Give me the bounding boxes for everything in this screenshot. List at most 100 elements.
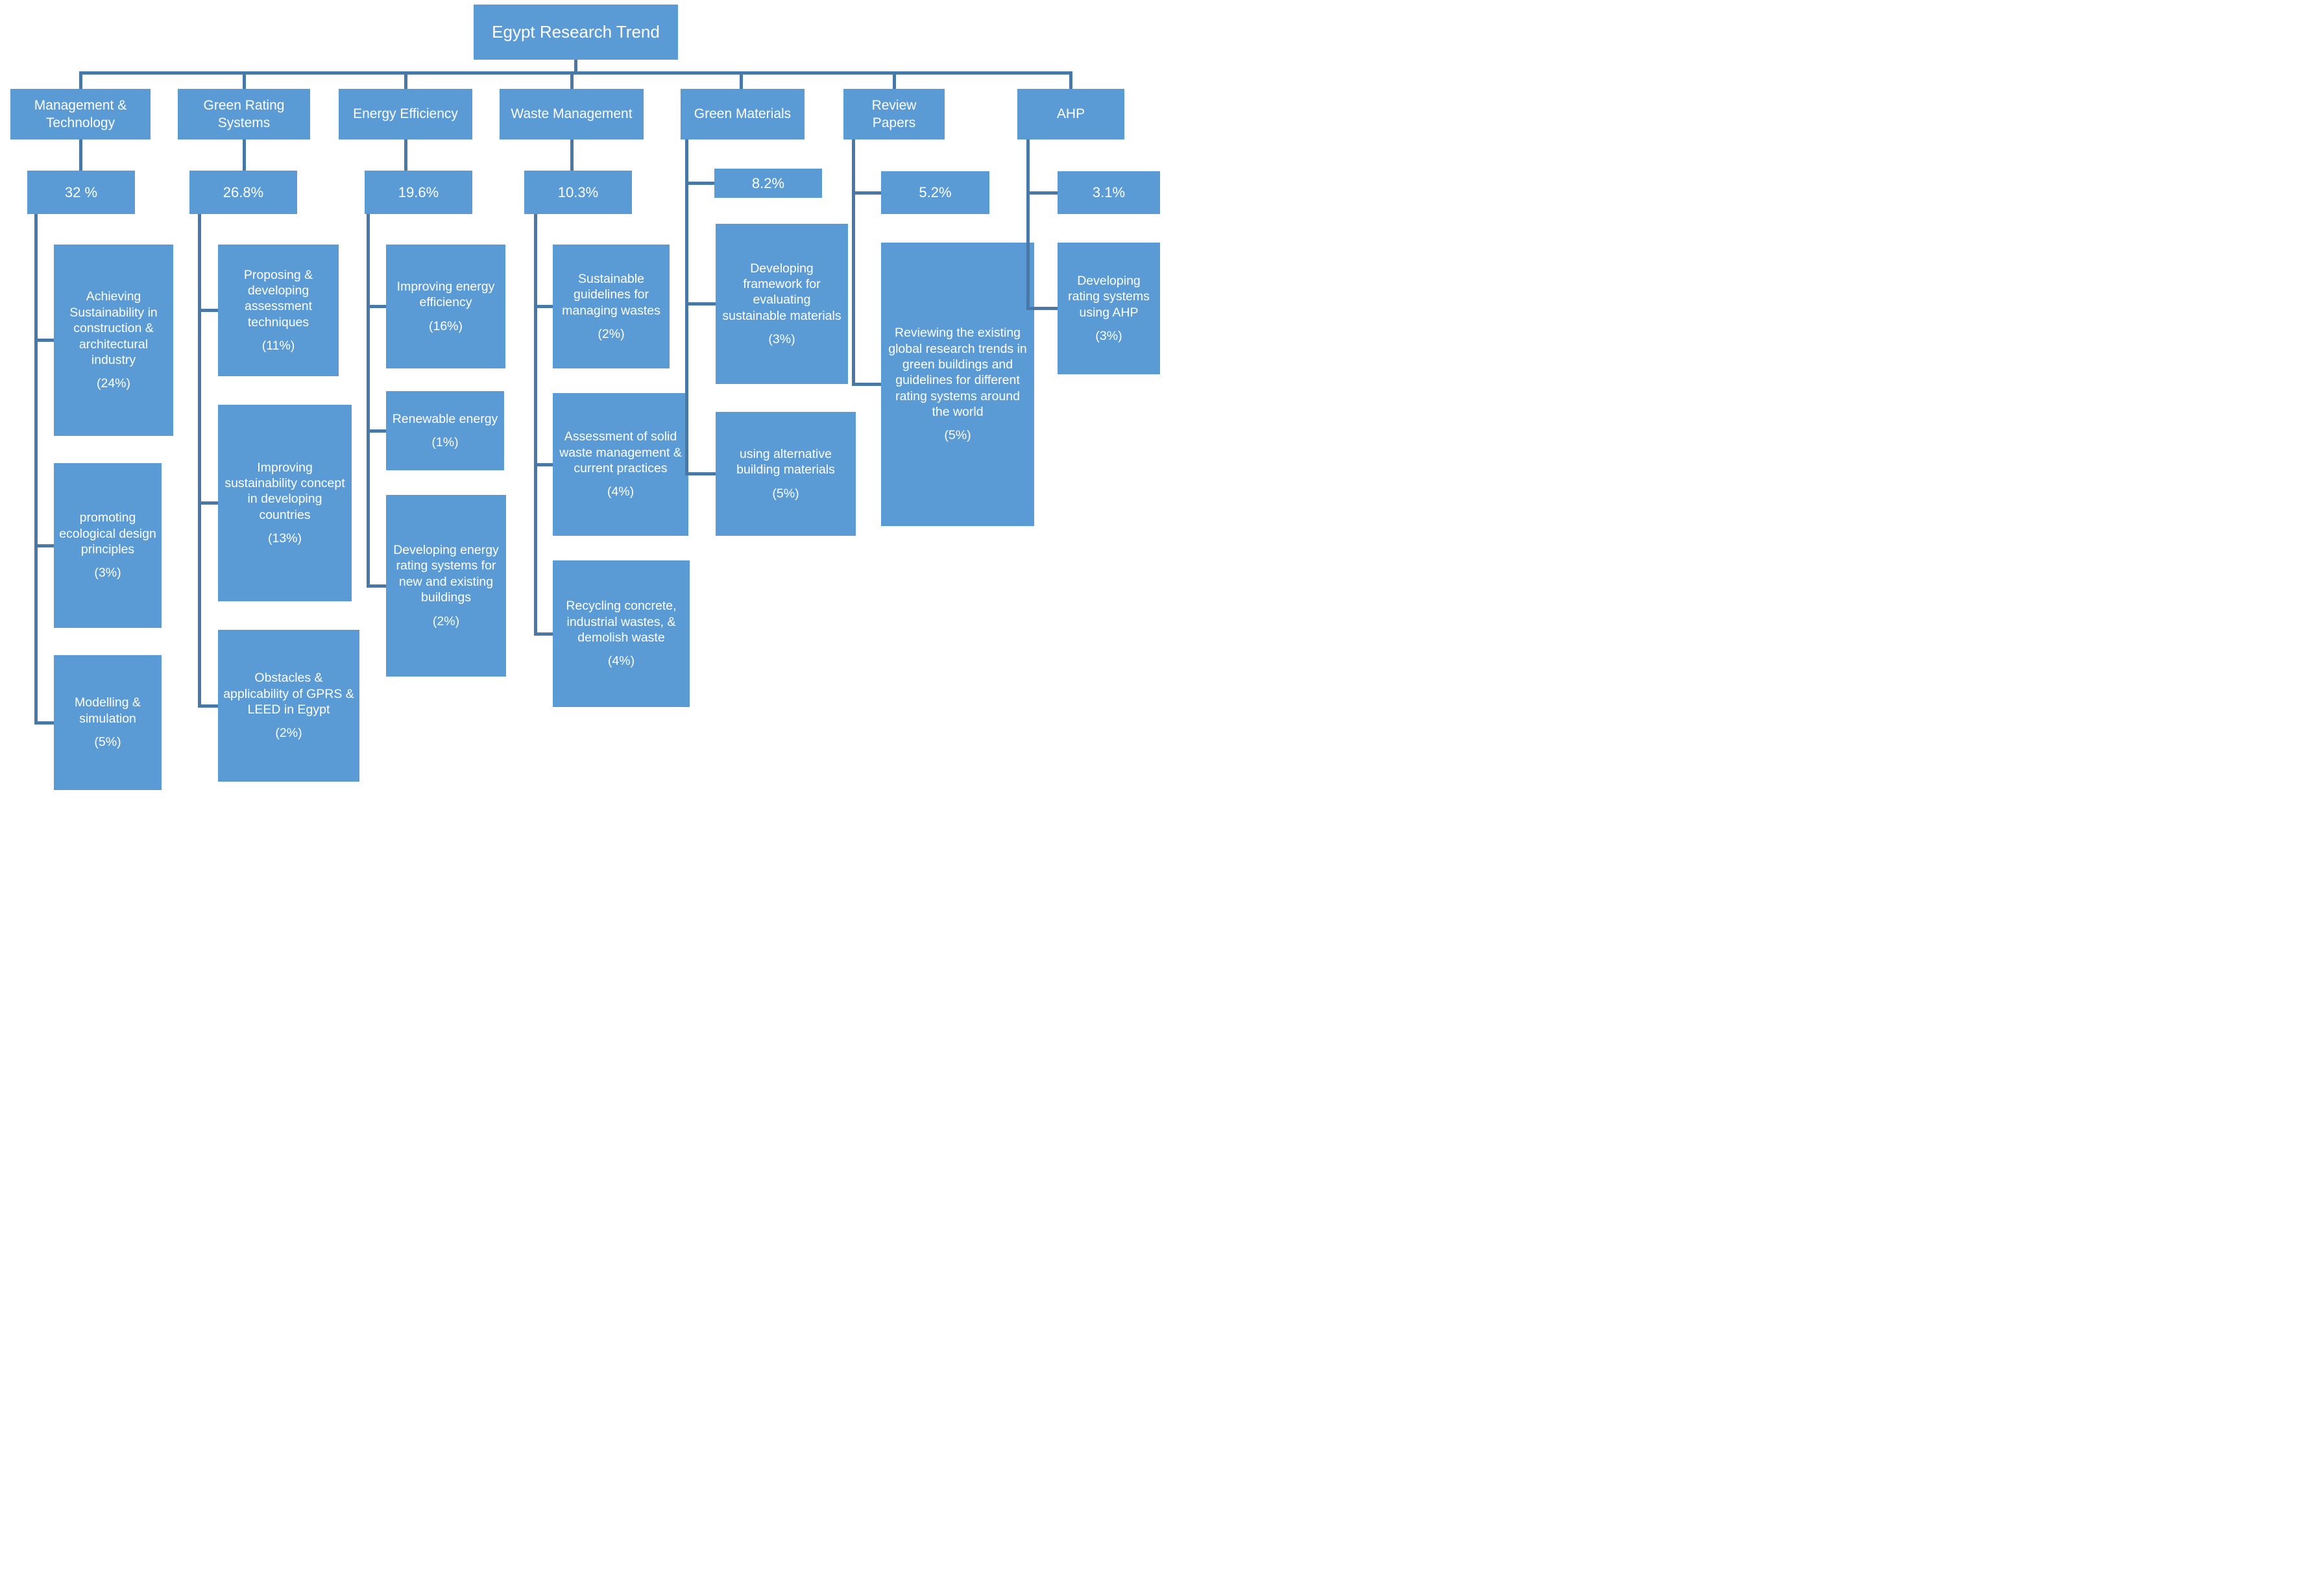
- topic-pct: (13%): [267, 531, 302, 546]
- connector-col3-stub-3: [367, 584, 386, 588]
- share-value: 19.6%: [398, 184, 439, 200]
- connector-col6-spine: [852, 139, 855, 386]
- connector-col1-stub-2: [34, 544, 54, 547]
- connector-drop-green-rating: [243, 71, 246, 90]
- topic-label: Developing framework for evaluating sust…: [722, 261, 841, 323]
- topic-pct: (4%): [607, 485, 635, 499]
- topic-label: Proposing & developing assessment techni…: [243, 267, 313, 330]
- topic-node-waste-guidelines: Sustainable guidelines for managing wast…: [553, 245, 670, 368]
- connector-drop-review: [893, 71, 896, 90]
- branch-node-ahp: AHP: [1017, 89, 1124, 139]
- connector-col6-stub-1: [852, 383, 881, 386]
- topic-label: Achieving Sustainability in construction…: [69, 289, 158, 367]
- branch-label: AHP: [1056, 106, 1085, 122]
- connector-col4-stub-3: [534, 632, 553, 636]
- topic-pct: (3%): [768, 332, 795, 347]
- topic-node-modelling-simulation: Modelling & simulation (5%): [54, 655, 162, 790]
- connector-col5-spine: [685, 139, 688, 475]
- branch-node-management-technology: Management & Technology: [10, 89, 151, 139]
- root-node-label: Egypt Research Trend: [492, 21, 660, 42]
- topic-node-ecological-design: promoting ecological design principles (…: [54, 463, 162, 628]
- topic-label: promoting ecological design principles: [59, 510, 156, 557]
- share-node-management-technology: 32 %: [27, 171, 135, 214]
- connector-col4-stub-2: [534, 463, 553, 466]
- research-trend-org-chart: Egypt Research Trend Management & Techno…: [0, 0, 1162, 792]
- connector-waste-share: [570, 139, 574, 171]
- branch-label: Management & Technology: [34, 97, 127, 130]
- topic-pct: (16%): [428, 318, 463, 333]
- connector-drop-energy: [404, 71, 407, 90]
- topic-node-assessment-techniques: Proposing & developing assessment techni…: [218, 245, 339, 376]
- topic-pct: (5%): [944, 428, 971, 443]
- connector-management-share: [79, 139, 82, 171]
- connector-energy-share: [404, 139, 407, 171]
- topic-label: Sustainable guidelines for managing wast…: [562, 271, 660, 318]
- share-node-green-rating-systems: 26.8%: [189, 171, 297, 214]
- share-node-green-materials: 8.2%: [714, 169, 822, 198]
- connector-col5-stub-share: [685, 182, 714, 185]
- share-node-review-papers: 5.2%: [881, 171, 989, 214]
- connector-top-horizontal: [79, 71, 1072, 75]
- topic-label: Reviewing the existing global research t…: [888, 326, 1027, 420]
- connector-col3-stub-2: [367, 429, 386, 433]
- connector-col7-stub-share: [1026, 191, 1058, 195]
- topic-node-solid-waste-assessment: Assessment of solid waste management & c…: [553, 393, 688, 536]
- share-node-ahp: 3.1%: [1058, 171, 1160, 214]
- topic-label: Improving energy efficiency: [396, 279, 495, 310]
- share-value: 8.2%: [751, 174, 785, 191]
- topic-label: Obstacles & applicability of GPRS & LEED…: [223, 671, 354, 717]
- connector-green-rating-share: [243, 139, 246, 171]
- topic-label: Assessment of solid waste management & c…: [559, 429, 682, 475]
- topic-node-rating-systems-ahp: Developing rating systems using AHP (3%): [1058, 243, 1160, 374]
- share-value: 10.3%: [557, 184, 599, 200]
- topic-label: Recycling concrete, industrial wastes, &…: [566, 599, 677, 645]
- branch-label: Energy Efficiency: [353, 106, 458, 122]
- connector-col7-spine: [1026, 139, 1030, 310]
- topic-node-renewable-energy: Renewable energy (1%): [386, 391, 504, 470]
- connector-col3-stub-1: [367, 305, 386, 308]
- branch-label: Green Rating Systems: [203, 97, 285, 130]
- topic-label: Developing energy rating systems for new…: [393, 543, 499, 605]
- connector-col4-stub-1: [534, 305, 553, 308]
- topic-label: using alternative building materials: [736, 446, 835, 477]
- topic-pct: (2%): [275, 726, 302, 741]
- connector-root-drop: [574, 60, 577, 73]
- share-value: 26.8%: [223, 184, 264, 200]
- topic-node-alternative-building-materials: using alternative building materials (5%…: [716, 412, 856, 536]
- topic-pct: (3%): [94, 566, 121, 581]
- connector-col1-stub-3: [34, 721, 54, 725]
- connector-col5-stub-2: [685, 472, 716, 475]
- connector-drop-ahp: [1069, 71, 1072, 90]
- share-value: 5.2%: [919, 184, 952, 200]
- topic-pct: (5%): [94, 735, 121, 750]
- share-node-waste-management: 10.3%: [524, 171, 632, 214]
- share-value: 3.1%: [1092, 184, 1126, 200]
- topic-label: Developing rating systems using AHP: [1068, 273, 1150, 320]
- topic-node-achieving-sustainability: Achieving Sustainability in construction…: [54, 245, 173, 436]
- connector-col1-spine: [34, 214, 38, 724]
- branch-node-waste-management: Waste Management: [500, 89, 644, 139]
- topic-node-energy-rating-systems: Developing energy rating systems for new…: [386, 495, 506, 677]
- branch-label: Green Materials: [694, 106, 792, 122]
- topic-label: Renewable energy: [392, 411, 498, 426]
- connector-col4-spine: [534, 214, 537, 635]
- branch-node-energy-efficiency: Energy Efficiency: [339, 89, 472, 139]
- topic-pct: (1%): [431, 435, 459, 450]
- connector-drop-green-materials: [740, 71, 743, 90]
- branch-node-review-papers: Review Papers: [843, 89, 945, 139]
- topic-node-sustainable-materials-framework: Developing framework for evaluating sust…: [716, 224, 848, 384]
- topic-label: Improving sustainability concept in deve…: [224, 460, 345, 522]
- connector-col1-stub-1: [34, 339, 54, 342]
- connector-col2-stub-2: [198, 501, 218, 505]
- topic-pct: (24%): [96, 376, 131, 391]
- topic-pct: (3%): [1095, 328, 1122, 343]
- connector-col5-stub-1: [685, 302, 716, 306]
- connector-col3-spine: [367, 214, 370, 587]
- connector-drop-management: [79, 71, 82, 90]
- connector-col7-stub-1: [1026, 307, 1058, 310]
- share-value: 32 %: [64, 184, 98, 200]
- connector-col6-stub-share: [852, 191, 881, 195]
- branch-node-green-rating-systems: Green Rating Systems: [178, 89, 310, 139]
- root-node: Egypt Research Trend: [474, 5, 678, 60]
- branch-label: Waste Management: [511, 106, 633, 122]
